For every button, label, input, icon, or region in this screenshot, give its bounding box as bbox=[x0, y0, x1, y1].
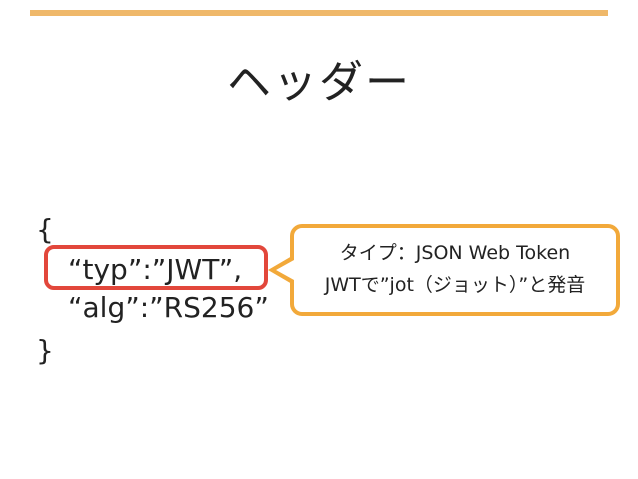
top-accent-line bbox=[30, 10, 608, 16]
code-line-typ: “typ”:”JWT”, bbox=[68, 253, 243, 286]
callout-bubble: タイプ：JSON Web Token JWTで”jot（ジョット）”と発音 bbox=[290, 224, 620, 316]
typ-highlight-box bbox=[44, 245, 268, 290]
slide-title: ヘッダー bbox=[227, 57, 411, 108]
code-brace-close: } bbox=[36, 334, 54, 367]
code-line-alg: “alg”:”RS256” bbox=[68, 291, 269, 324]
callout-line-pronunciation: JWTで”jot（ジョット）”と発音 bbox=[324, 274, 586, 296]
code-brace-open: { bbox=[36, 213, 54, 246]
callout-line-type: タイプ：JSON Web Token bbox=[339, 242, 571, 264]
callout-pointer-inner bbox=[276, 260, 294, 280]
